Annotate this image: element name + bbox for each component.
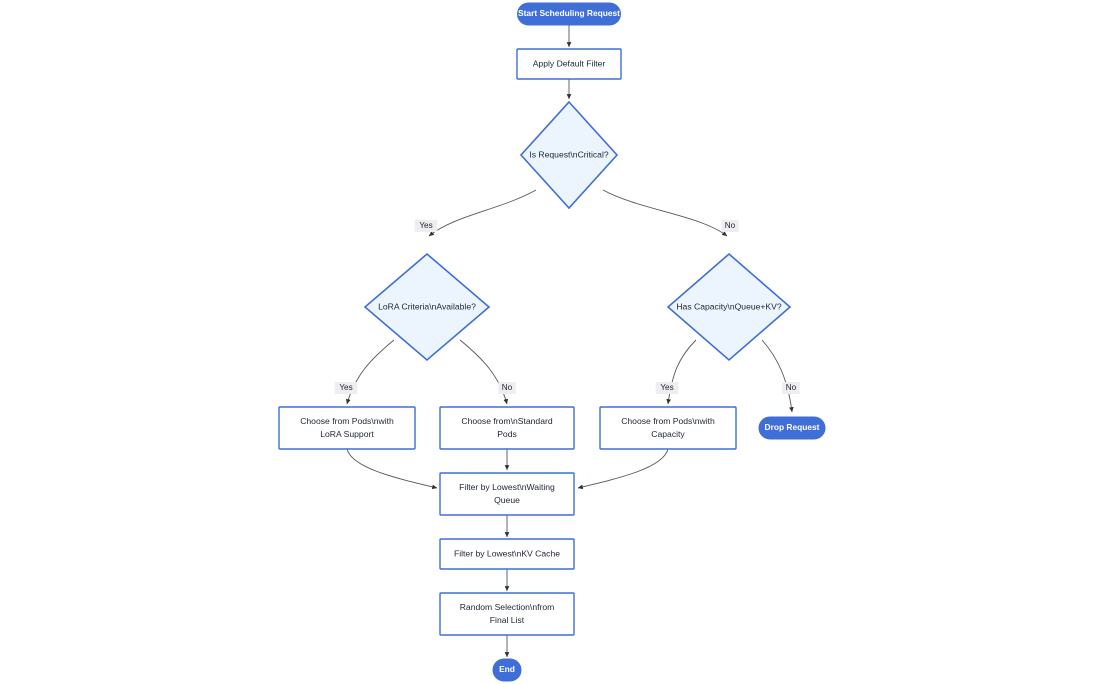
edge-label-yes: Yes <box>334 382 358 394</box>
edges-layer <box>346 25 794 658</box>
node-label-text: LoRA Support <box>320 429 374 439</box>
node-shape-diamond <box>519 100 619 210</box>
node-label-text: Choose from Pods\nwith <box>621 416 715 426</box>
node-label-text: Is Request\nCritical? <box>529 149 609 159</box>
node-label-text: End <box>499 664 515 674</box>
node-label-text: Random Selection\nfrom <box>460 602 555 612</box>
flow-edge <box>346 339 395 405</box>
edge-label-text: Yes <box>660 383 673 392</box>
flow-edge <box>666 339 697 405</box>
edge-label-bg <box>655 382 679 394</box>
node-label-text: Has Capacity\nQueue+KV? <box>676 301 782 311</box>
node-label-text: Pods <box>497 429 517 439</box>
node-shape-rect <box>278 406 416 450</box>
node-label-text: Filter by Lowest\nWaiting <box>459 482 555 492</box>
flow-node-drop_request[interactable]: Drop Request <box>758 416 826 440</box>
node-label-text: Apply Default Filter <box>533 58 606 68</box>
node-label-text: Queue <box>494 495 520 505</box>
edge-label-bg <box>334 382 358 394</box>
edge-label-text: Yes <box>339 383 352 392</box>
node-shape-rect <box>439 538 575 570</box>
node-label-text: Filter by Lowest\nKV Cache <box>454 548 560 558</box>
node-shape-rect <box>516 48 622 80</box>
edge-label-text: No <box>502 383 513 392</box>
edge-label-yes: Yes <box>414 220 438 232</box>
edge-label-bg <box>782 382 800 394</box>
edge-label-no: No <box>782 382 800 394</box>
flow-node-start[interactable]: Start Scheduling Request <box>517 2 621 26</box>
node-shape-rect <box>439 472 575 516</box>
node-label-text: Choose from Pods\nwith <box>300 416 394 426</box>
flow-edge <box>602 189 728 237</box>
edge-label-text: No <box>725 221 736 230</box>
node-shape-rect <box>439 592 575 636</box>
node-shape-pill <box>758 416 826 440</box>
flow-node-filter_lowest_kv_cache[interactable]: Filter by Lowest\nKV Cache <box>439 538 575 570</box>
node-shape-rect <box>599 406 737 450</box>
flow-node-end[interactable]: End <box>492 658 522 682</box>
node-label-text: Final List <box>490 615 525 625</box>
edge-label-bg <box>414 220 438 232</box>
node-label-text: Start Scheduling Request <box>518 8 620 18</box>
node-shape-rect <box>439 406 575 450</box>
flow-node-has_capacity_queue_kv[interactable]: Has Capacity\nQueue+KV? <box>666 252 792 362</box>
node-shape-pill <box>517 2 621 26</box>
flow-edge <box>459 339 508 405</box>
node-shape-diamond <box>363 252 491 362</box>
edge-label-bg <box>498 382 516 394</box>
flow-edge <box>577 448 669 490</box>
node-shape-diamond <box>666 252 792 362</box>
flow-node-apply_default_filter[interactable]: Apply Default Filter <box>516 48 622 80</box>
edge-label-text: No <box>786 383 797 392</box>
flow-node-is_request_critical[interactable]: Is Request\nCritical? <box>519 100 619 210</box>
node-label-text: LoRA Criteria\nAvailable? <box>378 301 476 311</box>
node-shape-pill <box>492 658 522 682</box>
edge-label-no: No <box>498 382 516 394</box>
edge-label-yes: Yes <box>655 382 679 394</box>
flow-node-lora_criteria_available[interactable]: LoRA Criteria\nAvailable? <box>363 252 491 362</box>
flow-edge <box>428 189 537 237</box>
edge-label-no: No <box>721 220 739 232</box>
node-label-text: Choose from\nStandard <box>461 416 552 426</box>
edge-label-bg <box>721 220 739 232</box>
node-label-text: Drop Request <box>765 422 820 432</box>
node-label-text: Capacity <box>651 429 685 439</box>
edge-label-text: Yes <box>419 221 432 230</box>
flow-edge <box>346 448 438 490</box>
flow-edge <box>761 339 794 413</box>
